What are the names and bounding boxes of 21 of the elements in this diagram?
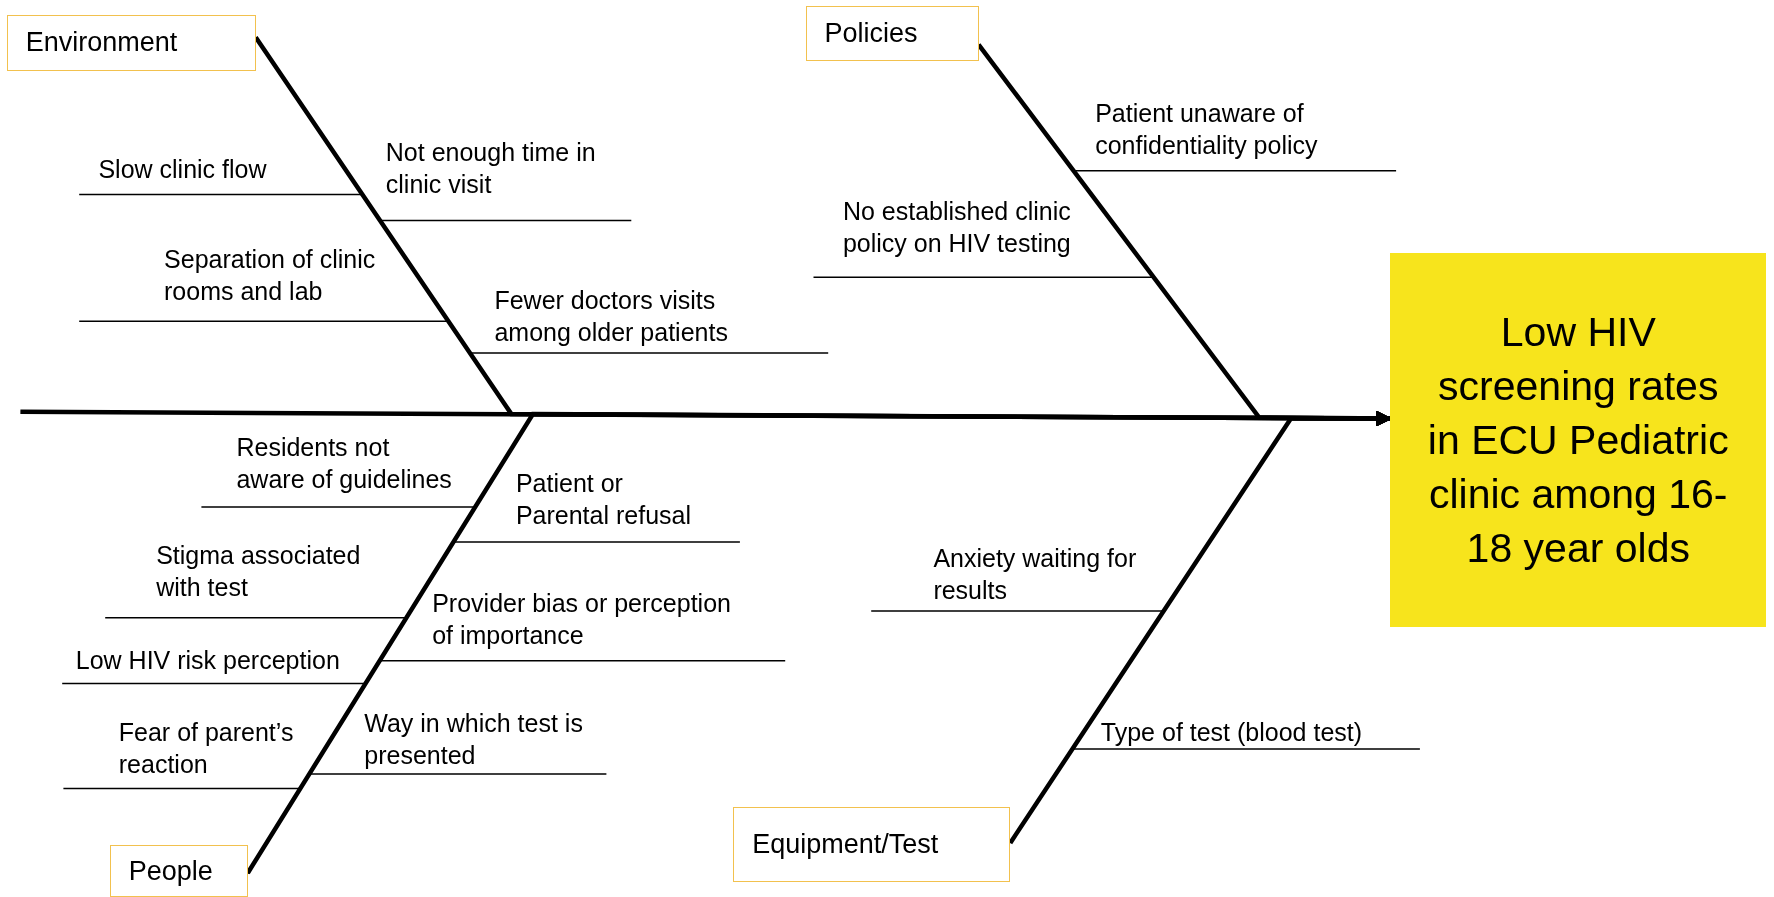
cause-label: Stigma associated with test xyxy=(156,538,405,618)
cause-label: No established clinic policy on HIV testing xyxy=(842,194,1098,278)
cause-label: Patient unaware of confidentiality policy xyxy=(1095,97,1362,171)
cause-label: Patient or Parental refusal xyxy=(515,467,706,542)
cause-label: Separation of clinic rooms and lab xyxy=(164,243,404,322)
effect-box: Low HIV screening rates in ECU Pediatric clinic among 16-18 year olds xyxy=(1390,253,1767,627)
cause-label: Residents not aware of guidelines xyxy=(236,431,458,507)
cause-label: Fewer doctors visits among older patients xyxy=(494,283,749,353)
cause-label: Not enough time in clinic visit xyxy=(385,135,618,221)
cause-label: Way in which test is presented xyxy=(364,707,602,774)
category-box: Environment xyxy=(6,14,256,72)
cause-label: Fear of parent’s reaction xyxy=(118,716,323,789)
cause-line xyxy=(247,773,608,874)
category-box: Equipment/Test xyxy=(733,806,1011,883)
cause-label: Anxiety waiting for results xyxy=(933,541,1160,611)
cause-label: Type of test (blood test) xyxy=(1100,716,1395,749)
category-box: Policies xyxy=(805,5,979,62)
category-box: People xyxy=(109,845,248,897)
cause-label: Low HIV risk perception xyxy=(75,643,359,684)
cause-label: Provider bias or perception of importance xyxy=(432,587,738,661)
cause-label: Slow clinic flow xyxy=(98,152,291,195)
